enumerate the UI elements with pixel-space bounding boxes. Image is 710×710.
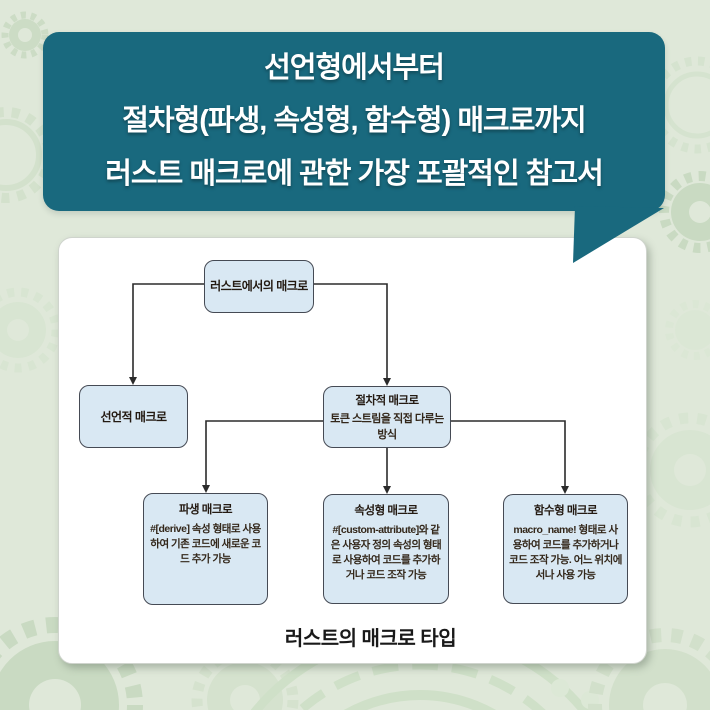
gear-icon [665, 300, 710, 360]
gear-icon [0, 107, 54, 203]
gear-icon [648, 56, 710, 154]
connector-procedural-to-function [451, 420, 566, 487]
node-derive-macro: 파생 매크로 #[derive] 속성 형태로 사용하여 기존 코드에 새로운 … [143, 493, 268, 605]
node-title: 속성형 매크로 [354, 505, 418, 517]
node-body: #[custom-attribute]와 같은 사용자 정의 속성의 형태로 사… [330, 524, 442, 581]
speech-bubble: 선언형에서부터 절차형(파생, 속성형, 함수형) 매크로까지 러스트 매크로에… [43, 32, 665, 211]
node-title: 함수형 매크로 [533, 505, 598, 517]
node-title: 선언적 매크로 [100, 409, 167, 424]
node-rust-macros: 러스트에서의 매크로 [204, 260, 314, 313]
diagram-card: 러스트에서의 매크로 선언적 매크로 절차적 매크로 토큰 스트림을 직접 다루… [58, 237, 647, 664]
node-title: 파생 매크로 [178, 504, 233, 516]
connector-procedural-to-derive [205, 420, 323, 486]
node-body: #[derive] 속성 형태로 사용하여 기존 코드에 새로운 코드 추가 가… [150, 523, 261, 565]
connector-root-to-procedural [314, 283, 388, 379]
node-attribute-macro: 속성형 매크로 #[custom-attribute]와 같은 사용자 정의 속… [323, 494, 449, 604]
node-body: macro_name! 형태로 사용하여 코드를 추가하거나 코드 조작 가능.… [509, 524, 622, 581]
node-procedural-macro: 절차적 매크로 토큰 스트림을 직접 다루는 방식 [323, 386, 451, 448]
node-title: 절차적 매크로 [355, 395, 419, 407]
arrowhead-icons [129, 377, 569, 494]
node-body: 토큰 스트림을 직접 다루는 방식 [330, 413, 444, 441]
flowchart-connectors [129, 283, 569, 494]
gear-icon [1, 11, 49, 59]
gear-icon [659, 171, 710, 253]
bubble-line-1: 선언형에서부터 [264, 52, 445, 84]
bubble-line-3: 러스트 매크로에 관한 가장 포괄적인 참고서 [105, 158, 604, 190]
gear-icon [632, 412, 710, 528]
diagram-caption: 러스트의 매크로 타입 [284, 628, 457, 650]
gear-icon [0, 287, 61, 373]
bubble-line-2: 절차형(파생, 속성형, 함수형) 매크로까지 [122, 105, 586, 137]
node-declarative-macro: 선언적 매크로 [79, 385, 188, 448]
node-title: 러스트에서의 매크로 [210, 279, 308, 293]
gear-icon [588, 628, 710, 710]
node-function-like-macro: 함수형 매크로 macro_name! 형태로 사용하여 코드를 추가하거나 코… [503, 494, 628, 604]
connector-root-to-declarative [132, 283, 204, 378]
